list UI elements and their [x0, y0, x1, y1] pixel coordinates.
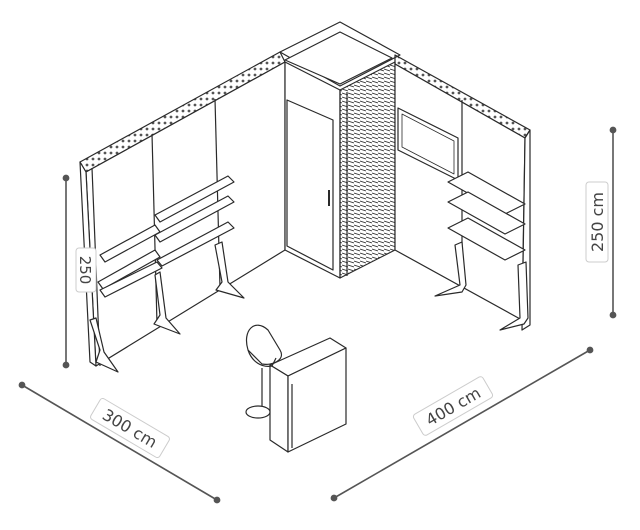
dimensions	[18, 126, 617, 504]
shelf	[97, 249, 161, 290]
shelf	[447, 217, 526, 261]
depth-line	[21, 384, 218, 501]
right-shelving	[434, 171, 529, 331]
chair	[245, 324, 282, 419]
dim-endpoint	[213, 496, 221, 504]
left-height-label: 250	[76, 256, 94, 285]
shelf-leg	[214, 241, 245, 299]
slatwall	[339, 61, 396, 279]
width-line	[333, 349, 591, 499]
dim-endpoint	[330, 494, 338, 502]
dim-endpoint	[586, 346, 594, 354]
dim-endpoint	[18, 381, 26, 389]
right-height-label: 250 cm	[588, 192, 607, 252]
shelf-leg	[153, 271, 181, 335]
shelf	[154, 175, 235, 223]
shelf	[99, 261, 163, 298]
shelf-leg	[434, 241, 467, 297]
dim-endpoint	[609, 311, 617, 319]
dim-endpoint	[62, 361, 70, 369]
shelf	[156, 221, 235, 267]
shelf-leg	[499, 261, 529, 331]
storage-door	[286, 99, 334, 271]
dim-endpoint	[62, 174, 70, 182]
counter	[269, 337, 347, 453]
dim-endpoint	[609, 126, 617, 134]
shelf	[447, 191, 526, 235]
shelf-leg	[89, 317, 119, 373]
left-shelving	[89, 175, 245, 373]
corner-storage	[279, 21, 401, 279]
shelf	[154, 195, 235, 243]
